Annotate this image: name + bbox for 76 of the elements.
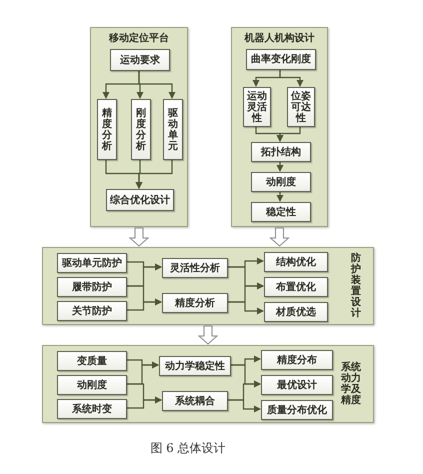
box-label: 动刚度 — [266, 176, 296, 188]
group-panel — [42, 247, 374, 325]
process-box — [264, 302, 328, 322]
process-box — [159, 356, 231, 376]
process-box — [110, 49, 170, 71]
process-box — [162, 258, 228, 278]
process-box — [261, 375, 333, 395]
box-label: 动刚度 — [77, 380, 107, 390]
box-label: 最优设计 — [277, 380, 317, 390]
process-box — [243, 87, 271, 127]
arrow — [126, 298, 162, 311]
box-label: 材质优选 — [276, 306, 316, 318]
process-box — [261, 350, 333, 370]
box-label: 运动灵活性 — [247, 90, 267, 124]
box-label: 质量分布优化 — [267, 404, 327, 416]
process-box — [251, 142, 311, 162]
box-label: 布置优化 — [276, 282, 316, 292]
process-box — [264, 252, 328, 272]
process-box — [97, 99, 117, 160]
arrow — [279, 69, 304, 87]
box-label: 曲率变化刚度 — [251, 54, 311, 65]
box-label: 稳定性 — [266, 206, 296, 218]
group-panel — [90, 27, 188, 227]
hollow-arrow — [269, 228, 290, 247]
process-box — [57, 351, 127, 371]
process-box — [264, 277, 328, 297]
box-label: 位姿可达性 — [291, 90, 311, 124]
box-label: 动力学稳定性 — [165, 360, 225, 372]
group-panel — [231, 27, 328, 227]
process-box — [131, 99, 151, 160]
arrow — [276, 191, 284, 202]
hollow-arrow — [128, 228, 150, 247]
process-box — [106, 189, 174, 211]
arrow — [227, 301, 264, 314]
box-label: 结构优化 — [276, 256, 316, 268]
process-box — [251, 202, 311, 222]
box-label: 变质量 — [77, 356, 107, 366]
process-box — [57, 301, 127, 321]
box-label: 关节防护 — [72, 306, 112, 316]
process-box — [57, 375, 127, 395]
process-box — [162, 391, 228, 411]
arrow — [138, 70, 176, 99]
box-label: 综合优化设计 — [110, 194, 170, 206]
arrow — [276, 126, 301, 142]
hollow-arrow — [198, 326, 218, 345]
panel-title: 移动定位平台 — [108, 33, 170, 44]
process-box — [246, 49, 316, 70]
process-box — [57, 399, 127, 419]
box-label: 灵活性分析 — [170, 262, 220, 274]
panel-title: 机器人机构设计 — [243, 33, 316, 44]
process-box — [287, 87, 315, 127]
box-label: 驱动单元防护 — [62, 258, 122, 268]
box-label: 精度分布 — [277, 354, 317, 366]
process-box — [251, 172, 311, 192]
panel-title: 系统动力学及精度 — [341, 362, 361, 406]
figure-caption: 图 6 总体设计 — [150, 441, 226, 455]
arrow — [126, 396, 162, 409]
box-label: 精度分析 — [175, 298, 215, 308]
box-label: 系统耦合 — [175, 396, 215, 406]
process-box — [162, 293, 228, 313]
arrow — [136, 159, 173, 189]
box-label: 履带防护 — [72, 282, 112, 292]
box-label: 刚度分析 — [136, 108, 146, 152]
process-box — [57, 253, 127, 273]
group-panel — [42, 345, 374, 423]
box-label: 驱动单元 — [168, 108, 178, 152]
process-box — [163, 99, 183, 160]
box-label: 运动要求 — [120, 54, 160, 66]
panel-title: 防护装置设计 — [351, 253, 361, 319]
arrow — [276, 161, 284, 172]
box-label: 拓扑结构 — [261, 146, 301, 158]
process-box — [261, 400, 333, 420]
box-label: 精度分析 — [102, 108, 112, 152]
arrow — [227, 399, 261, 412]
process-box — [57, 277, 127, 297]
box-label: 系统时变 — [72, 404, 112, 414]
